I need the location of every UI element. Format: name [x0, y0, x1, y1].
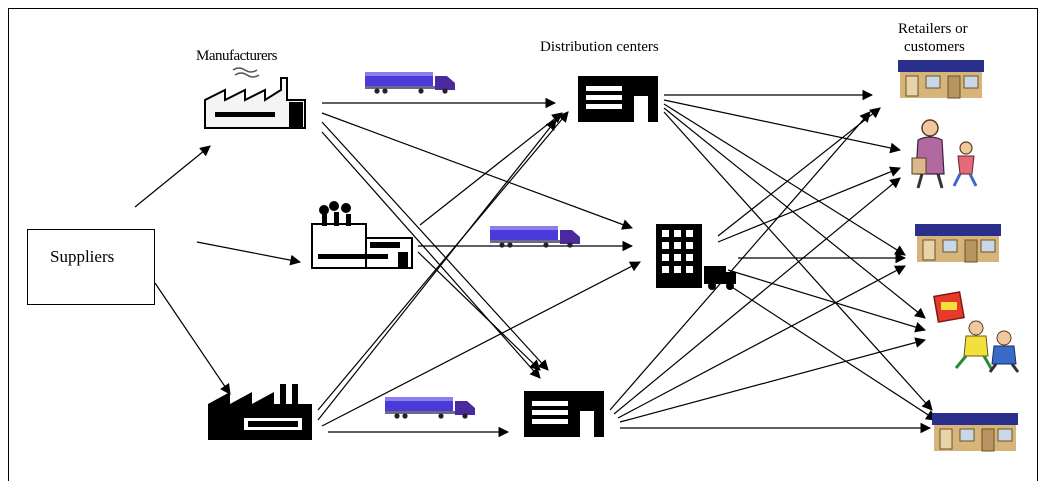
retailers-label-line2: customers	[904, 39, 965, 55]
arrow-m2-dc3	[417, 251, 541, 371]
arrow-dc3-c2	[619, 337, 927, 423]
arrow-supplier-to-m3	[154, 282, 231, 395]
flow-arrows	[134, 89, 937, 438]
arrow-dc2-c2	[727, 269, 927, 333]
arrow-dc2-c1	[717, 166, 902, 243]
suppliers-box: Suppliers	[27, 229, 155, 305]
arrow-dc3-c1	[613, 177, 901, 415]
arrow-m1-dc3b	[321, 131, 541, 379]
factory-outline-icon	[204, 67, 306, 129]
arrow-dc3-r2	[617, 265, 906, 419]
office-building-truck-icon	[656, 224, 736, 290]
arrow-dc3-r1	[609, 111, 871, 411]
store-icon-1	[897, 59, 985, 99]
diagram-frame	[8, 8, 1038, 481]
delivery-truck-icon-1	[365, 72, 455, 94]
warehouse-icon-1	[578, 76, 658, 122]
suppliers-label: Suppliers	[50, 247, 115, 266]
store-icon-3	[931, 412, 1019, 452]
factory-solid-icon	[208, 384, 312, 440]
manufacturers-label: Manufacturers	[196, 48, 277, 64]
arrow-m1-dc2	[321, 112, 634, 230]
arrow-dc1-r3	[663, 111, 933, 411]
retailers-label-line1: Retailers or	[898, 21, 968, 37]
arrow-supplier-to-m2	[196, 241, 302, 266]
distribution-centers-label: Distribution centers	[540, 39, 659, 55]
arrow-m3-dc2	[321, 261, 641, 427]
arrow-dc1-c2	[663, 107, 926, 319]
store-icon-2	[914, 223, 1002, 263]
factory-smoking-icon	[311, 201, 413, 269]
arrow-m2-dc1	[419, 112, 563, 226]
arrow-dc1-r2	[663, 103, 906, 256]
arrow-m3-dc1b	[317, 119, 557, 421]
arrow-supplier-to-m1	[134, 145, 211, 208]
arrow-dc2-r3	[717, 277, 937, 421]
arrow-dc2-r1	[717, 107, 881, 237]
arrow-m3-dc1a	[317, 111, 569, 411]
warehouse-icon-3	[524, 391, 604, 437]
delivery-truck-icon-2	[490, 226, 580, 248]
shopper-family-icon	[911, 119, 978, 189]
delivery-truck-icon-3	[385, 397, 475, 419]
shopper-sale-icon	[933, 291, 1020, 373]
arrow-dc1-c1	[663, 99, 902, 154]
